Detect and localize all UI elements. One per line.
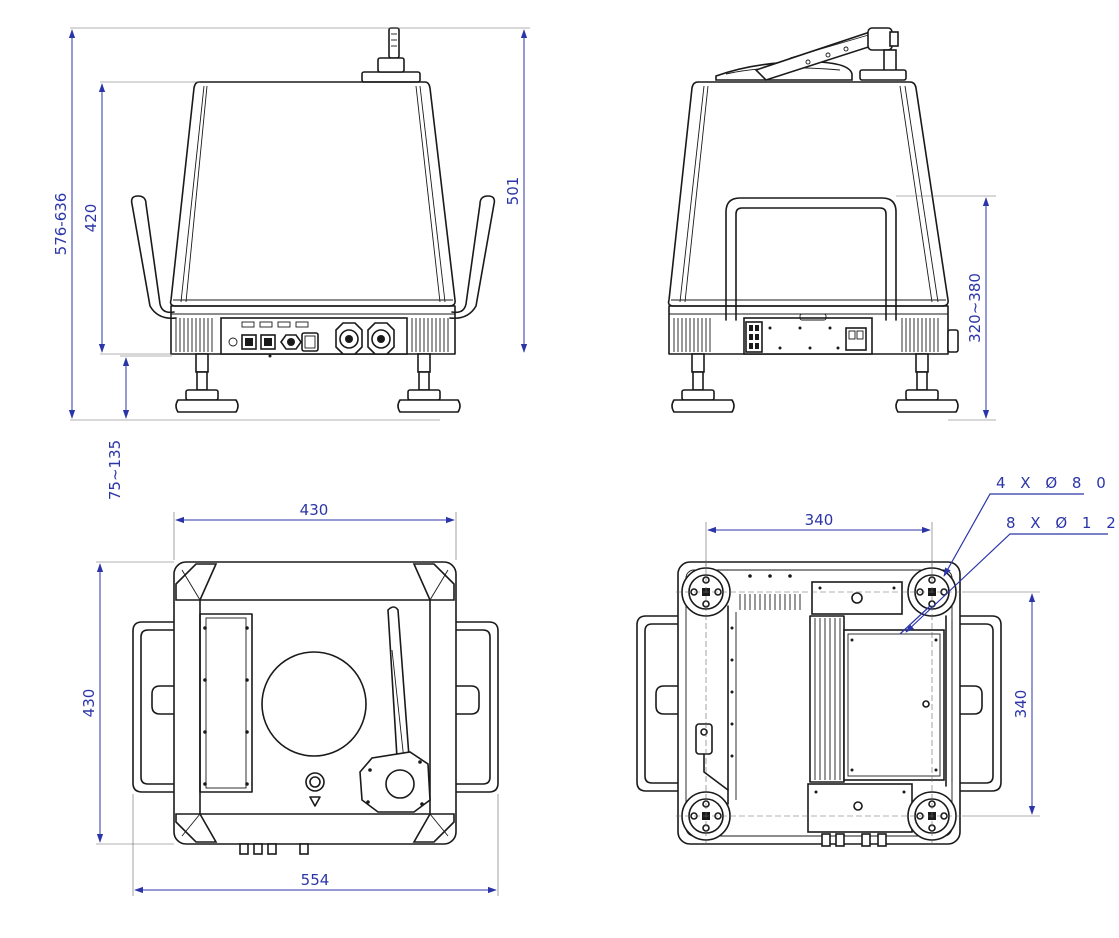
bottom-view [636, 560, 1002, 847]
dim-bottom-span-x: 340 [805, 511, 834, 529]
front-body [130, 81, 496, 413]
front-feet [175, 353, 461, 413]
dim-total-height: 576-636 [52, 193, 70, 256]
callout-holes-12: 8 X Ø 1 2 [1006, 514, 1119, 532]
dim-foot-adjust: 75~135 [106, 440, 124, 500]
callout-holes-80: 4 X Ø 8 0 [996, 474, 1111, 492]
connector-ports [228, 321, 395, 358]
front-view [130, 27, 496, 413]
dim-overall-width: 554 [301, 871, 330, 889]
dim-top-depth: 430 [80, 689, 98, 718]
side-view [667, 27, 959, 413]
antenna-icon [361, 27, 421, 83]
dimension-labels: 576-636 420 501 75~135 320~380 430 430 5… [52, 177, 1119, 889]
dimension-lines [68, 27, 1108, 896]
dim-bottom-span-y: 340 [1012, 690, 1030, 719]
dim-top-width: 430 [300, 501, 329, 519]
top-view [132, 561, 499, 855]
mast-arm-icon [715, 27, 907, 81]
dim-handle-height: 320~380 [966, 273, 984, 343]
dim-body-height: 420 [82, 204, 100, 233]
dim-overall-height: 501 [504, 177, 522, 206]
